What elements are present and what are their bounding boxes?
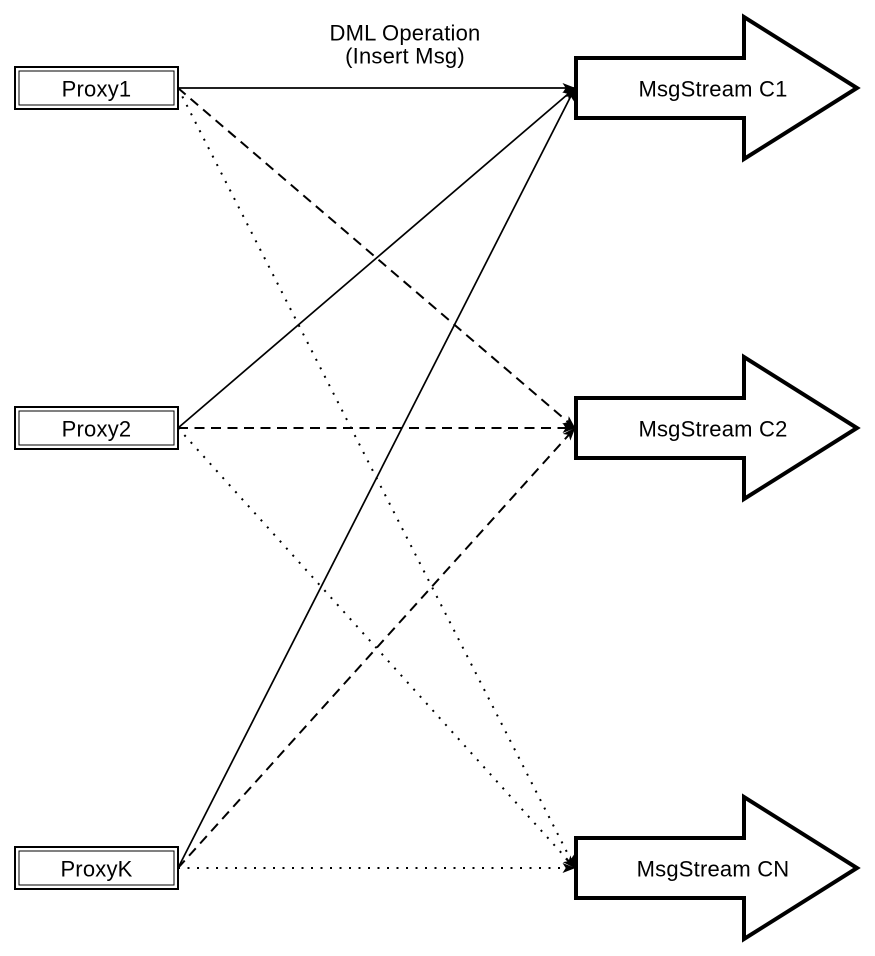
proxy-box-inner [18,850,175,886]
msgstream-arrow-shape-cn [574,793,861,943]
dml-operation-label-line1: DML Operation [330,21,481,46]
proxy-box-inner [18,70,175,106]
proxy-node-proxy1: Proxy1 [14,66,179,110]
stream-node-c2: MsgStream C2 [574,353,861,503]
proxy-label-proxy2: Proxy2 [62,417,132,442]
proxy-label-proxyk: ProxyK [60,857,132,882]
msgstream-arrow-shape-c2 [574,353,861,503]
edge-proxy1-to-c2-dashed [177,87,576,429]
msgstream-arrow-shape-c1 [574,13,861,163]
proxy-label-proxy1: Proxy1 [62,77,132,102]
dml-operation-annotation: DML Operation (Insert Msg) [330,21,481,69]
proxy-box-inner [18,410,175,446]
stream-node-cn: MsgStream CN [574,793,861,943]
stream-label-c2: MsgStream C2 [638,417,787,442]
dml-operation-label-line2: (Insert Msg) [345,44,465,69]
proxy-node-proxy2: Proxy2 [14,406,179,450]
stream-node-c1: MsgStream C1 [574,13,861,163]
edges-layer [177,83,576,873]
stream-label-cn: MsgStream CN [637,857,790,882]
edge-proxy2-to-cn-dotted [177,427,576,869]
proxy-node-proxyk: ProxyK [14,846,179,890]
edge-proxy2-to-c1-solid [177,87,576,429]
edge-proxy1-to-cn-dotted [177,87,576,869]
stream-label-c1: MsgStream C1 [638,77,787,102]
